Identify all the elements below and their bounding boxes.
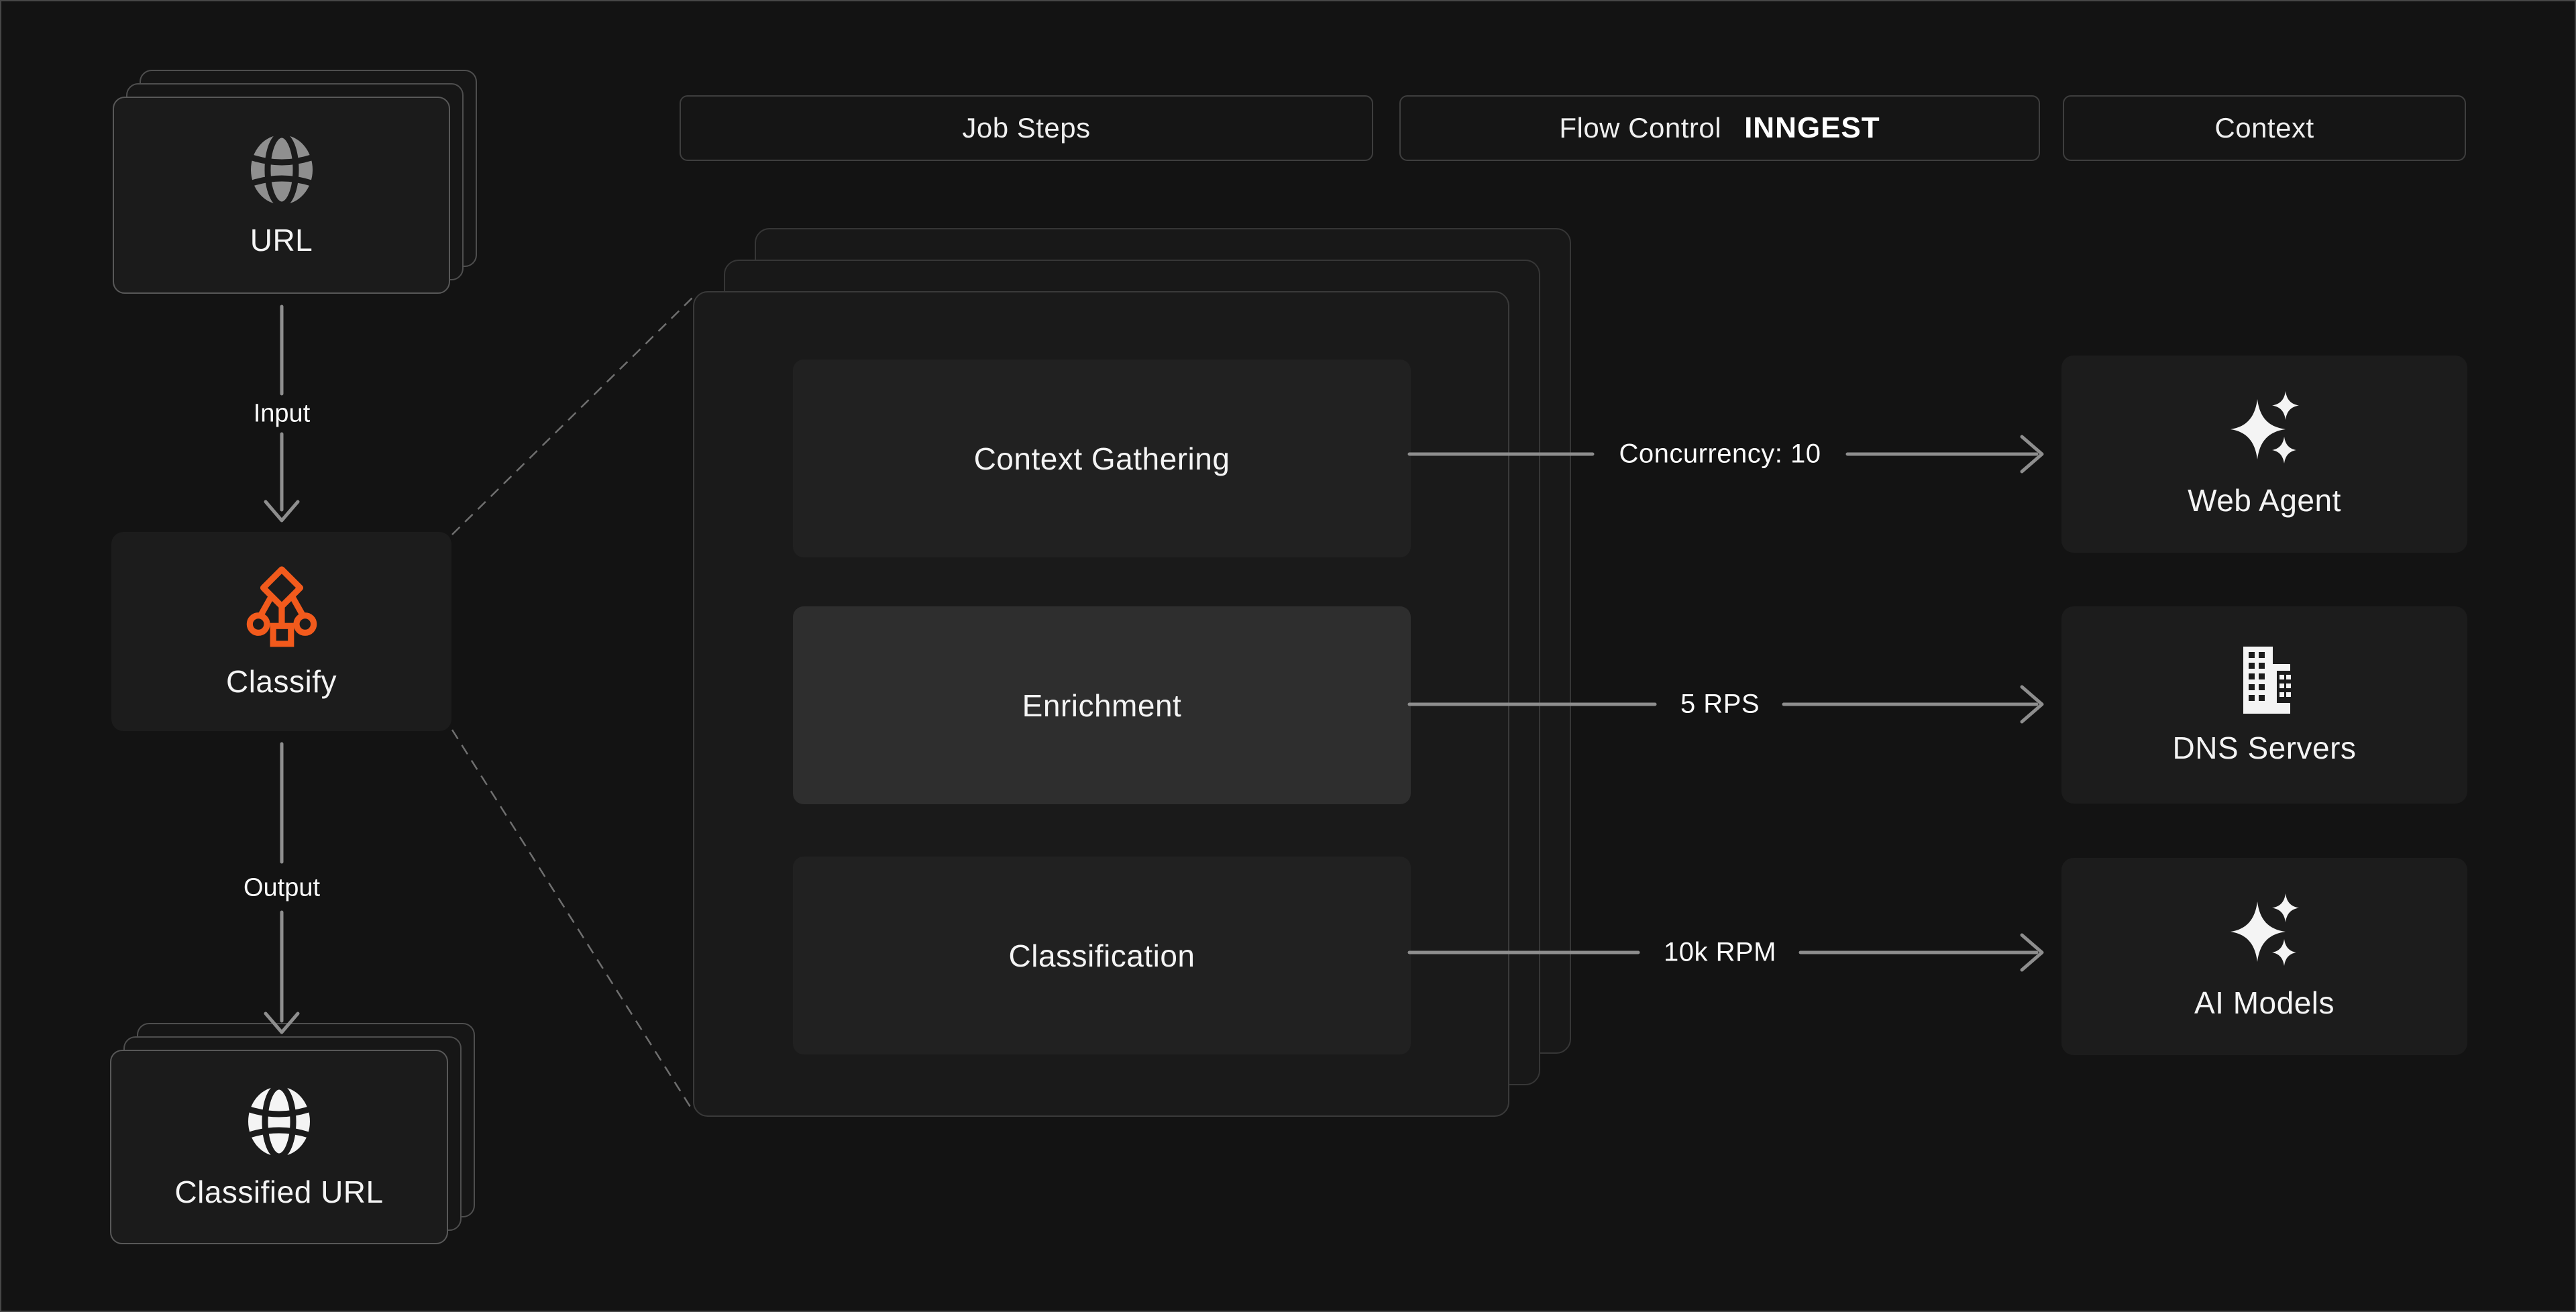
step-label: Context Gathering: [973, 441, 1230, 476]
ai-models-card: AI Models: [2061, 858, 2467, 1055]
input-label: Input: [253, 399, 311, 428]
flow-label-rpm: 10k RPM: [1664, 937, 1776, 967]
flow-label-rps: 5 RPS: [1680, 689, 1760, 719]
step-classification: Classification: [793, 857, 1411, 1054]
flow-label-concurrency: Concurrency: 10: [1619, 439, 1821, 469]
web-agent-label: Web Agent: [2188, 483, 2341, 518]
url-card-stack: URL: [113, 70, 477, 294]
web-agent-card: Web Agent: [2061, 356, 2467, 553]
job-steps-title: Job Steps: [962, 112, 1091, 144]
classify-card-label: Classify: [225, 663, 337, 699]
globe-icon: [247, 132, 317, 207]
sparkles-icon: [2229, 390, 2300, 466]
header-context: Context: [2063, 95, 2466, 161]
classified-url-card-stack: Classified URL: [110, 1023, 475, 1244]
globe-icon: [244, 1084, 314, 1159]
sparkles-icon: [2229, 892, 2300, 969]
output-label: Output: [243, 873, 321, 902]
classified-url-card-label: Classified URL: [174, 1174, 384, 1209]
dns-servers-card: DNS Servers: [2061, 606, 2467, 804]
step-label: Classification: [1008, 938, 1195, 973]
workflow-icon: [245, 564, 319, 647]
flow-control-title: Flow Control: [1559, 112, 1722, 144]
building-icon: [2233, 644, 2297, 714]
classified-url-card: Classified URL: [110, 1050, 448, 1244]
url-card-label: URL: [250, 223, 313, 258]
context-title: Context: [2214, 112, 2314, 144]
inngest-logo: INNGEST: [1744, 111, 1880, 144]
classify-card: Classify: [111, 532, 451, 731]
header-flow-control: Flow Control INNGEST: [1399, 95, 2040, 161]
url-card: URL: [113, 97, 450, 294]
ai-models-label: AI Models: [2194, 985, 2335, 1020]
job-panel: Context Gathering Enrichment Classificat…: [693, 291, 1509, 1117]
step-label: Enrichment: [1022, 688, 1182, 723]
dns-servers-label: DNS Servers: [2172, 730, 2357, 765]
step-context-gathering: Context Gathering: [793, 360, 1411, 557]
step-enrichment: Enrichment: [793, 606, 1411, 804]
header-job-steps: Job Steps: [680, 95, 1373, 161]
